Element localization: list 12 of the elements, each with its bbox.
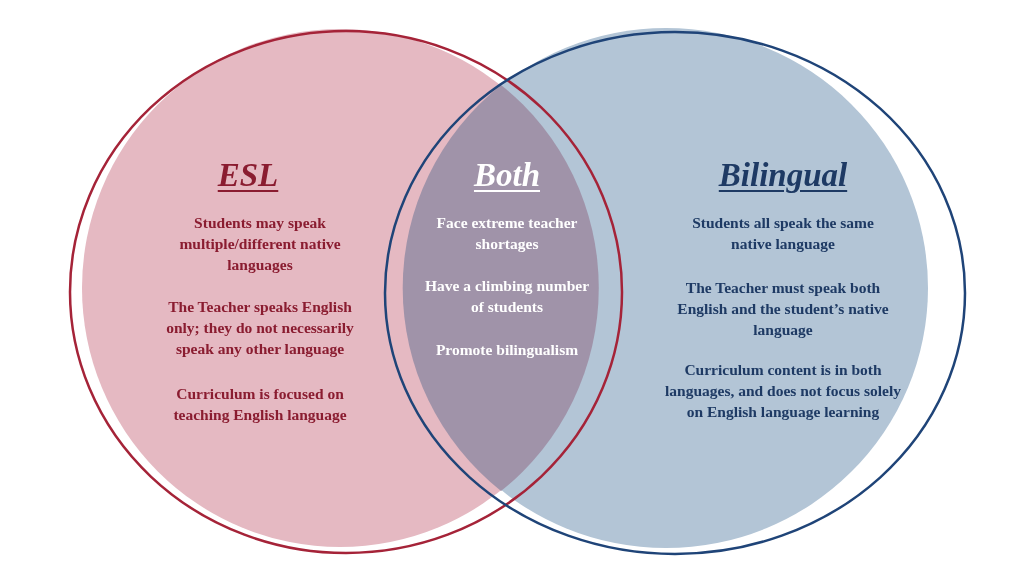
circle-heading: Both	[472, 156, 541, 194]
circle-text: The Teacher speaks English only; they do not necessarily speak any other language	[165, 297, 355, 359]
circle-text: Curriculum is focused on teaching English language	[172, 384, 348, 425]
circle-text: Students may speak multiple/different native languages	[178, 213, 342, 275]
circle-text: Face extreme teacher shortages	[435, 213, 579, 254]
circle-text: Promote bilingualism	[434, 340, 580, 360]
circle-text: Students all speak the same native language	[691, 213, 875, 254]
circle-text: The Teacher must speak both English and the student’s native language	[676, 278, 890, 340]
circle-heading: ESL	[216, 156, 280, 194]
circle-text: Curriculum content is in both languages, and does not focus solely on English language learning	[664, 360, 902, 422]
circle-text: Have a climbing number of students	[423, 276, 590, 317]
circle-heading: Bilingual	[717, 156, 849, 194]
